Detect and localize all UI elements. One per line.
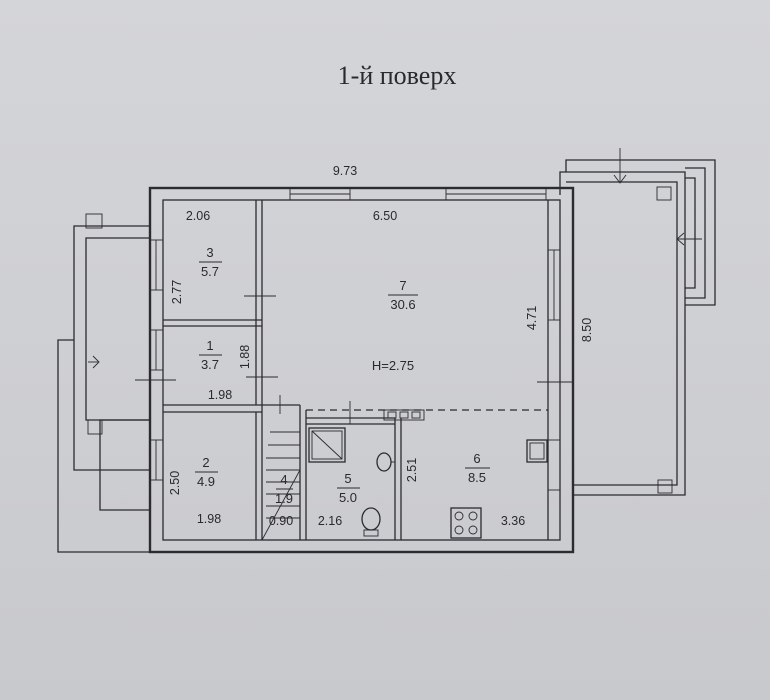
- stove-fixture: [450, 507, 482, 539]
- dim-top-total: 9.73: [333, 164, 357, 178]
- room-area: 30.6: [390, 297, 415, 312]
- left-porch: [57, 213, 150, 553]
- room-label-6: 6 8.5: [465, 451, 490, 485]
- dim-room7-width: 6.50: [373, 209, 397, 223]
- left-windows: [149, 239, 561, 491]
- room-area: 4.9: [197, 474, 215, 489]
- dim-room7-height: 4.71: [525, 306, 539, 330]
- top-windows: [289, 187, 547, 201]
- room-label-4: 4 1.9: [275, 472, 293, 506]
- sink-fixture: [376, 452, 395, 472]
- dim-room1-height: 1.88: [238, 345, 252, 369]
- dim-terrace-height: 8.50: [580, 318, 594, 342]
- dim-room3-width: 2.06: [186, 209, 210, 223]
- room-label-1: 1 3.7: [199, 338, 222, 372]
- room-area: 3.7: [201, 357, 219, 372]
- dim-room2-width: 1.98: [197, 512, 221, 526]
- door-ticks: [135, 295, 574, 424]
- room-number: 2: [202, 455, 209, 470]
- dim-room2-height: 2.50: [168, 471, 182, 495]
- partitions: [163, 200, 549, 540]
- room-area: 5.7: [201, 264, 219, 279]
- counter-outlets: [383, 409, 425, 421]
- right-terrace: [559, 148, 716, 496]
- room-label-2: 2 4.9: [195, 455, 218, 489]
- dim-stair-width: 0.90: [269, 514, 293, 528]
- toilet-fixture: [361, 507, 381, 537]
- ceiling-height-label: H=2.75: [372, 358, 414, 373]
- kitchen-sink-fixture: [526, 439, 548, 463]
- room-area: 8.5: [468, 470, 486, 485]
- room-number: 5: [344, 471, 351, 486]
- room-label-5: 5 5.0: [337, 471, 360, 505]
- shower-tray: [308, 427, 346, 463]
- room-number: 7: [399, 278, 406, 293]
- plan-title: 1-й поверх: [338, 61, 457, 90]
- room-number: 4: [280, 472, 287, 487]
- room-label-7: 7 30.6: [388, 278, 418, 312]
- dim-room5-height: 2.51: [405, 458, 419, 482]
- dim-room6-width: 3.36: [501, 514, 525, 528]
- room-number: 6: [473, 451, 480, 466]
- room-area: 1.9: [275, 491, 293, 506]
- room-number: 1: [206, 338, 213, 353]
- dim-room1-width: 1.98: [208, 388, 232, 402]
- room-area: 5.0: [339, 490, 357, 505]
- room-label-3: 3 5.7: [199, 245, 222, 279]
- room-number: 3: [206, 245, 213, 260]
- staircase: [261, 431, 301, 541]
- dim-room5-width: 2.16: [318, 514, 342, 528]
- dim-room3-height: 2.77: [170, 280, 184, 304]
